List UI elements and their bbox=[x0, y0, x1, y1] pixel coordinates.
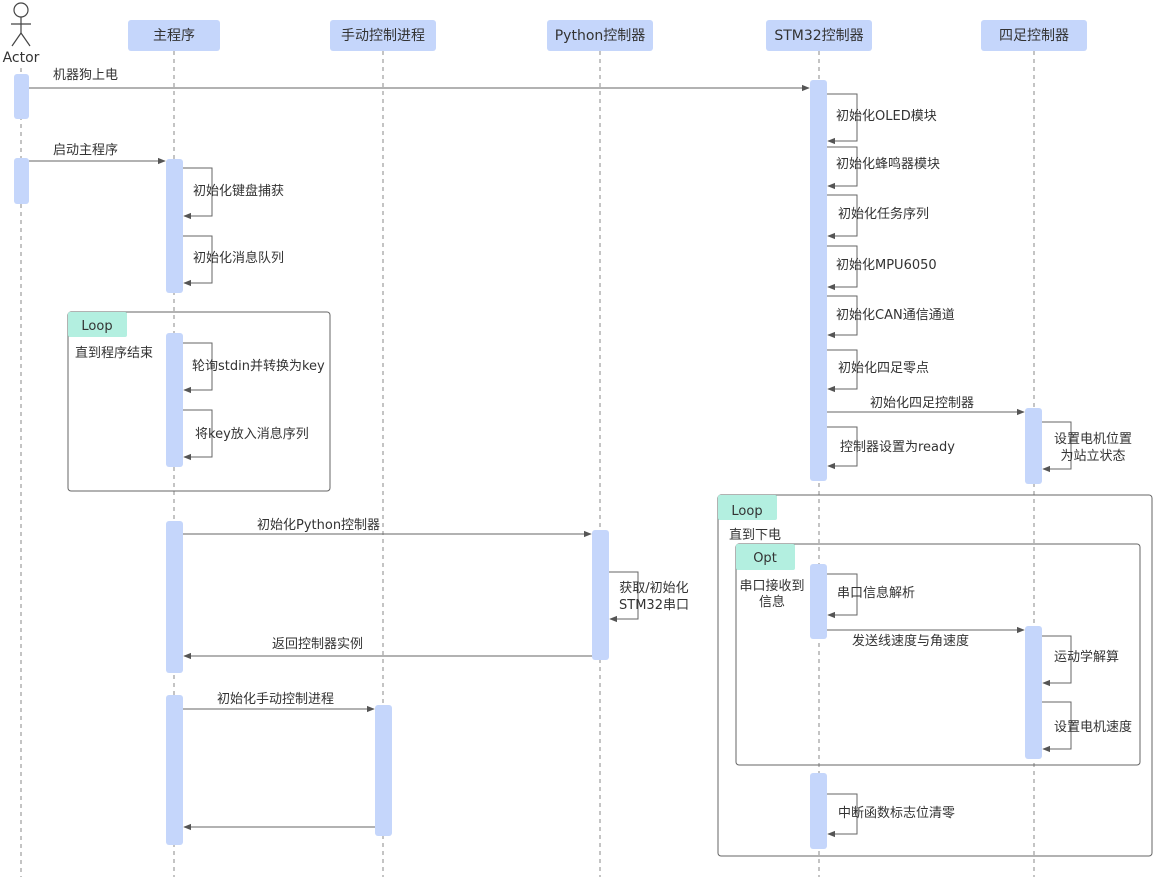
actor-activation-2 bbox=[14, 158, 29, 204]
self-msg-clear-flag-arrow bbox=[827, 793, 858, 838]
self-msg-kinematics-arrow bbox=[1042, 635, 1072, 687]
self-msg-clear-flag-label: 中断函数标志位清零 bbox=[838, 806, 955, 821]
participant-quad-box bbox=[981, 20, 1087, 51]
self-msg-init-zero-label: 初始化四足零点 bbox=[838, 361, 929, 376]
main-activation-python bbox=[166, 521, 183, 673]
self-msg-init-buzzer-arrow bbox=[827, 146, 858, 190]
main-activation-loop bbox=[166, 333, 183, 467]
stm32-activation-parse bbox=[810, 564, 827, 639]
self-msg-init-oled-label: 初始化OLED模块 bbox=[836, 109, 937, 124]
stm32-activation-clear bbox=[810, 773, 827, 849]
opt-frame bbox=[735, 543, 1141, 766]
self-msg-init-buzzer-label: 初始化蜂鸣器模块 bbox=[836, 156, 940, 172]
loop-frame-main bbox=[67, 311, 331, 492]
self-msg-set-ready-arrow bbox=[827, 426, 858, 470]
quad-activation-stand bbox=[1025, 408, 1042, 484]
opt-frame-condition-line1: 串口接收到 bbox=[739, 578, 804, 594]
participant-quad-label: 四足控制器 bbox=[999, 28, 1069, 44]
self-msg-put-key-label: 将key放入消息序列 bbox=[195, 426, 309, 442]
self-msg-put-key-arrow bbox=[183, 409, 213, 461]
self-msg-init-keyboard-arrow bbox=[183, 167, 213, 220]
self-msg-kinematics-label: 运动学解算 bbox=[1054, 649, 1119, 665]
self-msg-init-task-arrow bbox=[827, 194, 858, 240]
self-msg-parse-serial-arrow bbox=[827, 573, 858, 619]
self-msg-set-motor-speed-label: 设置电机速度 bbox=[1054, 719, 1132, 735]
main-activation-init bbox=[166, 159, 183, 293]
loop-frame-power-tag: Loop bbox=[731, 504, 762, 519]
self-msg-get-serial-label-line2: STM32串口 bbox=[619, 598, 689, 613]
opt-frame-tag: Opt bbox=[753, 551, 777, 566]
self-msg-poll-stdin-label: 轮询stdin并转换为key bbox=[192, 359, 325, 374]
self-msg-init-task-label: 初始化任务序列 bbox=[838, 206, 929, 222]
participant-main-label: 主程序 bbox=[153, 28, 195, 44]
quad-activation-kinematics bbox=[1025, 626, 1042, 759]
actor-figure bbox=[11, 2, 31, 47]
self-msg-set-ready-label: 控制器设置为ready bbox=[840, 440, 955, 455]
self-msg-init-mpu-arrow bbox=[827, 245, 858, 291]
participant-stm32-label: STM32控制器 bbox=[774, 28, 863, 44]
loop-frame-main-tag: Loop bbox=[81, 319, 112, 334]
participant-python-box bbox=[547, 20, 653, 51]
self-msg-init-keyboard-label: 初始化键盘捕获 bbox=[193, 183, 284, 199]
self-msg-get-serial-label-line1: 获取/初始化 bbox=[619, 581, 688, 596]
msg-start-main-label: 启动主程序 bbox=[53, 143, 118, 158]
self-msg-set-motor-stand-label-line2: 为站立状态 bbox=[1060, 449, 1125, 464]
self-msg-get-serial-arrow bbox=[609, 571, 639, 623]
self-msg-set-motor-stand-arrow bbox=[1042, 421, 1072, 473]
participant-main-box bbox=[128, 20, 220, 51]
manual-activation bbox=[375, 705, 392, 836]
participant-stm32-box bbox=[766, 20, 872, 51]
self-msg-parse-serial-label: 串口信息解析 bbox=[837, 585, 915, 601]
msg-init-python-label: 初始化Python控制器 bbox=[257, 518, 380, 533]
participant-manual-label: 手动控制进程 bbox=[341, 28, 425, 44]
self-msg-poll-stdin-arrow bbox=[183, 342, 213, 394]
main-activation-manual bbox=[166, 695, 183, 845]
loop-frame-power-condition: 直到下电 bbox=[729, 528, 781, 543]
opt-frame-condition-line2: 信息 bbox=[759, 594, 785, 610]
self-msg-init-zero-arrow bbox=[827, 349, 858, 393]
self-msg-set-motor-stand-label-line1: 设置电机位置 bbox=[1054, 432, 1132, 447]
self-msg-init-queue-label: 初始化消息队列 bbox=[193, 250, 284, 266]
msg-power-on-label: 机器狗上电 bbox=[53, 68, 118, 83]
participant-python-label: Python控制器 bbox=[555, 28, 646, 44]
actor-activation-1 bbox=[14, 74, 29, 119]
self-msg-init-oled-arrow bbox=[827, 93, 858, 145]
participant-manual-box bbox=[330, 20, 436, 51]
self-msg-set-motor-speed-arrow bbox=[1042, 701, 1072, 753]
python-activation bbox=[592, 530, 609, 660]
self-msg-init-can-label: 初始化CAN通信通道 bbox=[836, 308, 955, 323]
self-msg-init-can-arrow bbox=[827, 295, 858, 339]
self-msg-init-mpu-label: 初始化MPU6050 bbox=[836, 258, 937, 273]
self-msg-init-queue-arrow bbox=[183, 235, 213, 287]
msg-init-manual-label: 初始化手动控制进程 bbox=[217, 692, 334, 707]
msg-return-instance-label: 返回控制器实例 bbox=[272, 637, 363, 652]
loop-frame-main-condition: 直到程序结束 bbox=[75, 346, 153, 361]
loop-frame-power bbox=[717, 494, 1153, 857]
actor-label: Actor bbox=[3, 50, 40, 66]
stm32-activation-init bbox=[810, 80, 827, 481]
msg-send-velocity-label: 发送线速度与角速度 bbox=[852, 633, 969, 649]
msg-init-quad-label: 初始化四足控制器 bbox=[870, 396, 974, 411]
